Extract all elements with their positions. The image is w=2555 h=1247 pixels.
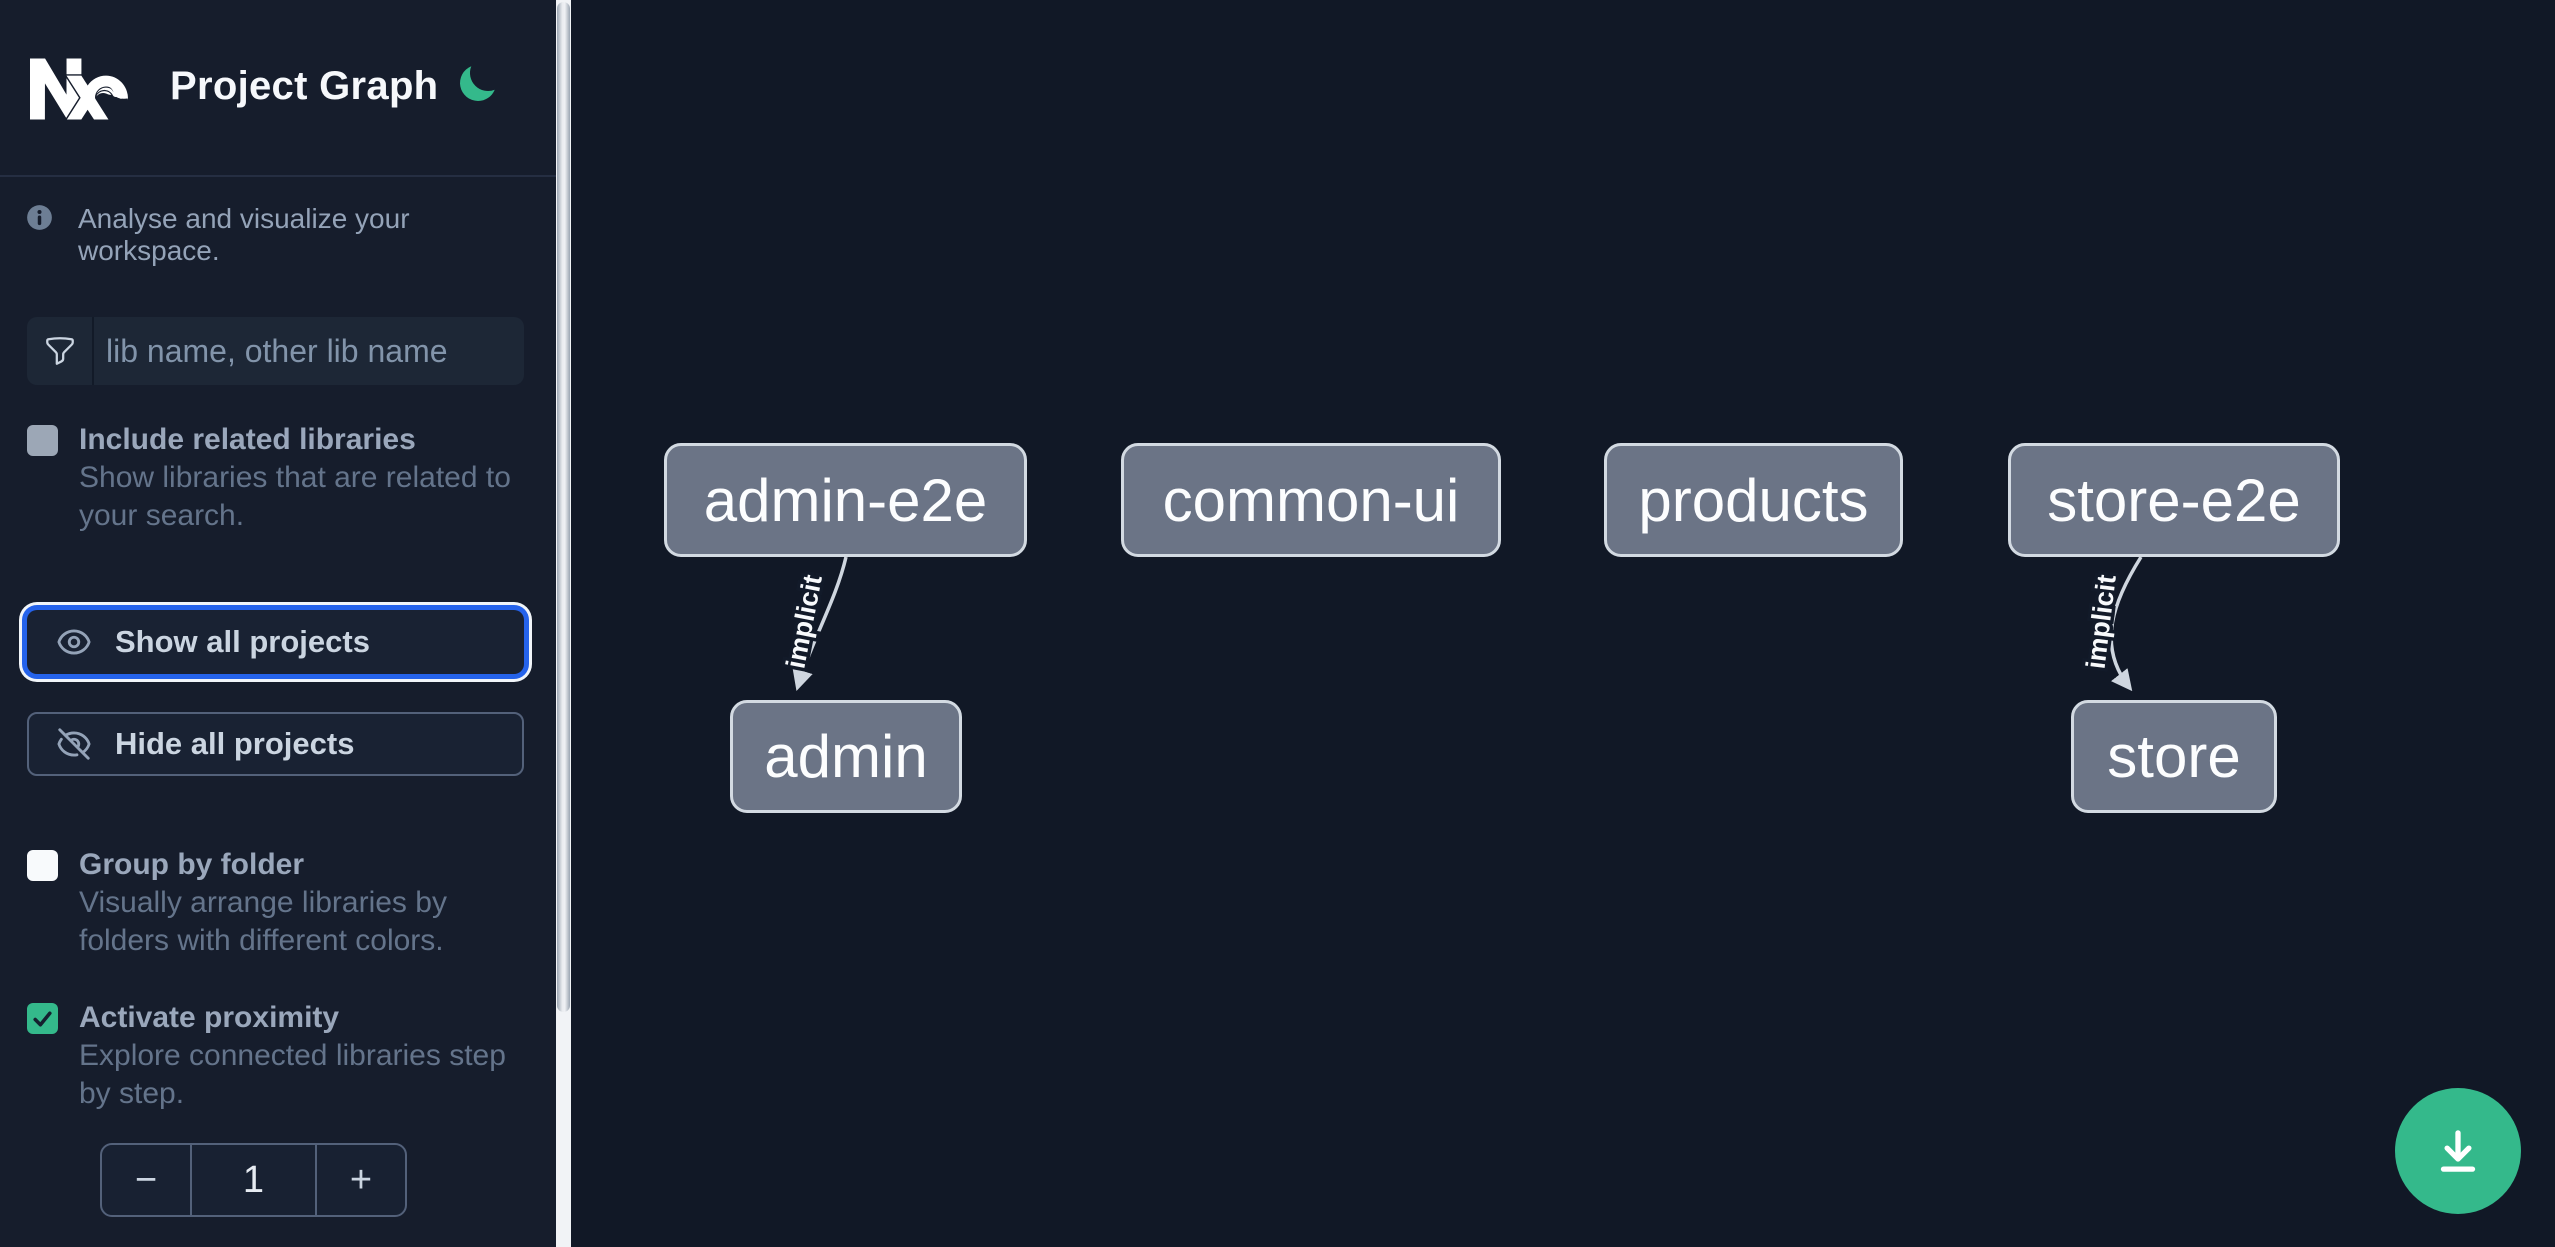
graph-node-store[interactable]: store xyxy=(2071,700,2277,813)
graph-node-admin[interactable]: admin xyxy=(730,700,962,813)
funnel-icon xyxy=(45,337,74,365)
increment-button[interactable]: + xyxy=(317,1145,405,1215)
edge-label-store-e2e-store: implicit xyxy=(2080,573,2121,670)
tagline-text: Analyse and visualize your workspace. xyxy=(78,203,410,266)
download-graph-button[interactable] xyxy=(2395,1088,2521,1214)
filter-box xyxy=(27,317,524,385)
theme-toggle-button[interactable] xyxy=(452,58,504,110)
decrement-button[interactable]: − xyxy=(102,1145,190,1215)
workspace-tagline: Analyse and visualize your workspace. xyxy=(26,203,531,267)
download-icon xyxy=(2440,1130,2476,1172)
graph-node-admin-e2e[interactable]: admin-e2e xyxy=(664,443,1027,557)
graph-node-common-ui[interactable]: common-ui xyxy=(1121,443,1501,557)
option-label: Activate proximity xyxy=(79,1001,340,1034)
graph-edges-layer: implicit implicit xyxy=(777,556,2143,692)
check-icon xyxy=(33,1011,52,1027)
eye-off-icon xyxy=(57,728,91,760)
activate-proximity-checkbox[interactable] xyxy=(27,1003,58,1034)
graph-canvas[interactable]: implicit implicit admin-e2e common-ui produ… xyxy=(571,0,2555,1247)
option-group-by-folder: Group by folder Visually arrange librari… xyxy=(27,846,517,960)
show-all-projects-button[interactable]: Show all projects xyxy=(27,610,524,674)
scrollbar-thumb[interactable] xyxy=(557,2,570,1012)
info-icon xyxy=(27,205,52,230)
option-label: Include related libraries xyxy=(79,423,416,456)
moon-icon xyxy=(460,65,495,101)
page-title: Project Graph xyxy=(170,64,439,108)
graph-edge-admin-e2e-admin[interactable] xyxy=(792,556,848,692)
sidebar-resizer[interactable] xyxy=(556,0,571,1247)
include-related-checkbox[interactable] xyxy=(27,425,58,456)
proximity-stepper: − 1 + xyxy=(100,1143,407,1217)
option-description: Explore connected libraries step by step… xyxy=(79,1039,506,1110)
option-include-related: Include related libraries Show libraries… xyxy=(27,421,517,535)
option-description: Visually arrange libraries by folders wi… xyxy=(79,886,447,957)
filter-icon-cell xyxy=(27,317,94,385)
sidebar: Project Graph Analyse and visualize your… xyxy=(0,0,556,1247)
group-by-folder-checkbox[interactable] xyxy=(27,850,58,881)
proximity-depth-value[interactable]: 1 xyxy=(190,1145,317,1215)
show-all-projects-label: Show all projects xyxy=(115,624,370,659)
hide-all-projects-label: Hide all projects xyxy=(115,726,355,761)
eye-icon xyxy=(57,629,91,655)
graph-node-store-e2e[interactable]: store-e2e xyxy=(2008,443,2340,557)
graph-node-products[interactable]: products xyxy=(1604,443,1903,557)
app-header: Project Graph xyxy=(0,0,556,177)
nx-logo xyxy=(30,58,128,120)
option-activate-proximity: Activate proximity Explore connected lib… xyxy=(27,999,517,1113)
hide-all-projects-button[interactable]: Hide all projects xyxy=(27,712,524,776)
search-input[interactable] xyxy=(94,317,524,385)
edge-label-admin-e2e-admin: implicit xyxy=(780,572,827,671)
option-description: Show libraries that are related to your … xyxy=(79,461,511,532)
option-label: Group by folder xyxy=(79,848,304,881)
graph-edge-store-e2e-store[interactable] xyxy=(2109,556,2143,692)
